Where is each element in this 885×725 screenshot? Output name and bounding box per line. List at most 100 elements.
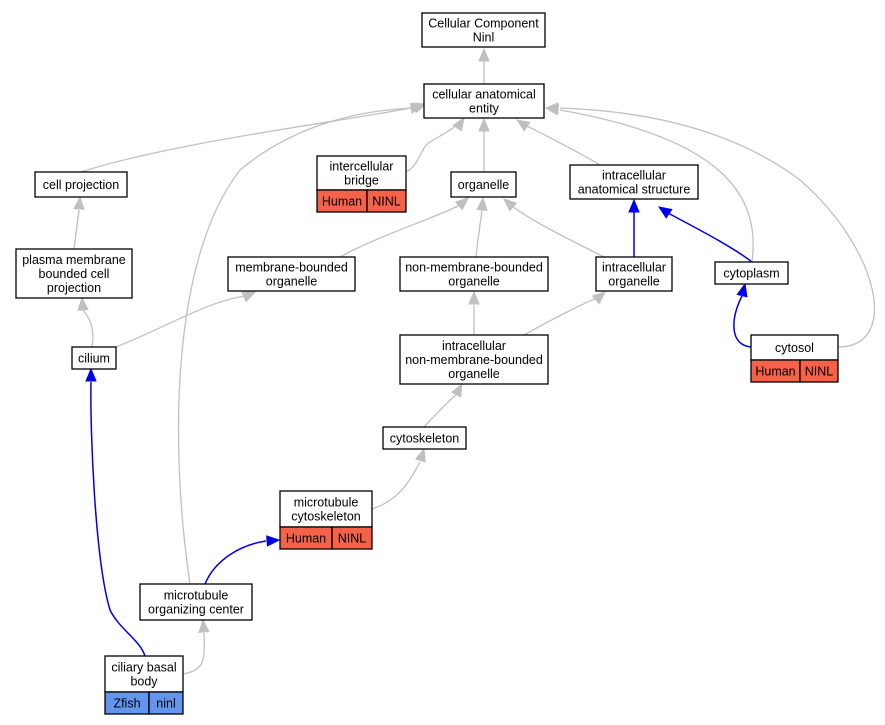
node-label: cytoplasm: [723, 267, 779, 281]
arrowhead: [478, 47, 490, 62]
annotation-row: Human NINL: [316, 189, 407, 213]
edge-bridge-cae: [405, 116, 465, 173]
arrowhead: [591, 291, 606, 305]
node-label: organelle: [608, 275, 659, 289]
arrowhead: [450, 382, 463, 398]
gene-cell: [799, 359, 839, 383]
node-label: membrane-bounded: [235, 261, 348, 275]
edge-cytoskeleton-inmbo: [423, 382, 463, 428]
arrowhead: [515, 119, 531, 132]
node-label: bounded cell: [39, 267, 110, 281]
node-cilium[interactable]: cilium: [71, 346, 117, 370]
node-label: Cellular Component: [428, 17, 539, 31]
annotation-row: Zfish ninl: [104, 691, 184, 715]
edge-nmbo-organelle: [475, 196, 488, 258]
arrowhead: [266, 535, 281, 547]
arrowhead: [85, 367, 97, 382]
arrowhead: [736, 282, 748, 298]
gene-label: ninl: [156, 697, 175, 711]
annotation-row: Human NINL: [279, 526, 373, 550]
arrowhead: [77, 296, 89, 311]
node-box: [423, 83, 545, 119]
edge-organelle-cae: [478, 117, 490, 172]
node-label: microtubule: [294, 496, 359, 510]
arrowhead: [503, 198, 518, 212]
node-label: intracellular: [602, 169, 666, 183]
edge-cilium-mbo: [115, 291, 257, 348]
node-box: [139, 583, 253, 621]
edge-io-organelle: [503, 198, 605, 258]
edge-cytosol-cytoplasm: [733, 282, 752, 348]
species-label: Zfish: [113, 697, 140, 711]
arrowhead: [73, 195, 85, 210]
arrowhead: [478, 117, 490, 132]
node-label: Ninl: [473, 31, 495, 45]
gene-label: NINL: [805, 365, 834, 379]
node-box: [714, 261, 789, 285]
edge-inmbo-nmbo: [468, 290, 480, 335]
node-organelle[interactable]: organelle: [450, 171, 517, 198]
species-label: Human: [286, 532, 326, 546]
node-box: [569, 164, 699, 200]
edge-pmbcp-cellprojection: [73, 195, 85, 250]
node-label: organelle: [448, 275, 499, 289]
node-box: [227, 256, 356, 292]
edge-ias-cae: [515, 119, 601, 166]
node-label: cell projection: [43, 178, 119, 192]
node-label: intercellular: [330, 160, 394, 174]
edge-mbo-organelle: [339, 197, 469, 258]
arrowhead: [414, 447, 426, 463]
node-label: entity: [469, 102, 500, 116]
node-label: bridge: [344, 174, 379, 188]
species-label: Human: [322, 195, 362, 209]
node-box: [382, 426, 467, 450]
node-cytoplasm[interactable]: cytoplasm: [714, 261, 789, 285]
gene-label: NINL: [372, 195, 401, 209]
arrowhead: [657, 206, 673, 219]
gene-cell: [366, 189, 407, 213]
gene-label: NINL: [338, 532, 367, 546]
node-cytoskeleton[interactable]: cytoskeleton: [382, 426, 467, 450]
arrowhead: [409, 102, 425, 114]
node-label: cytoskeleton: [291, 510, 361, 524]
node-label: cytosol: [775, 341, 814, 355]
node-intracellular-non-membrane-bounded-organelle[interactable]: intracellularnon-membrane-boundedorganel…: [399, 334, 549, 385]
node-box: [15, 248, 133, 299]
arrowhead: [198, 618, 210, 633]
node-label: ciliary basal: [111, 661, 176, 675]
arrowhead: [628, 198, 640, 213]
node-label: organelle: [266, 275, 317, 289]
edge-inmbo-io: [523, 291, 606, 336]
node-cell-projection[interactable]: cell projection: [34, 171, 128, 198]
node-label: cytoskeleton: [390, 432, 460, 446]
node-box: [104, 655, 184, 693]
edge-cytoplasm-ias: [657, 206, 753, 263]
node-box: [71, 346, 117, 370]
edge-mtcyto-cytoskeleton: [371, 447, 426, 510]
node-box: [34, 171, 128, 198]
node-label: anatomical structure: [578, 183, 691, 197]
node-box: [316, 155, 407, 191]
gene-cell: [331, 526, 373, 550]
node-label: non-membrane-bounded: [405, 261, 543, 275]
node-label: organelle: [448, 367, 499, 381]
arrowhead: [452, 116, 465, 132]
node-box: [399, 334, 549, 385]
arrowhead: [544, 102, 559, 114]
node-label: organizing center: [148, 603, 244, 617]
node-label: microtubule: [164, 589, 229, 603]
